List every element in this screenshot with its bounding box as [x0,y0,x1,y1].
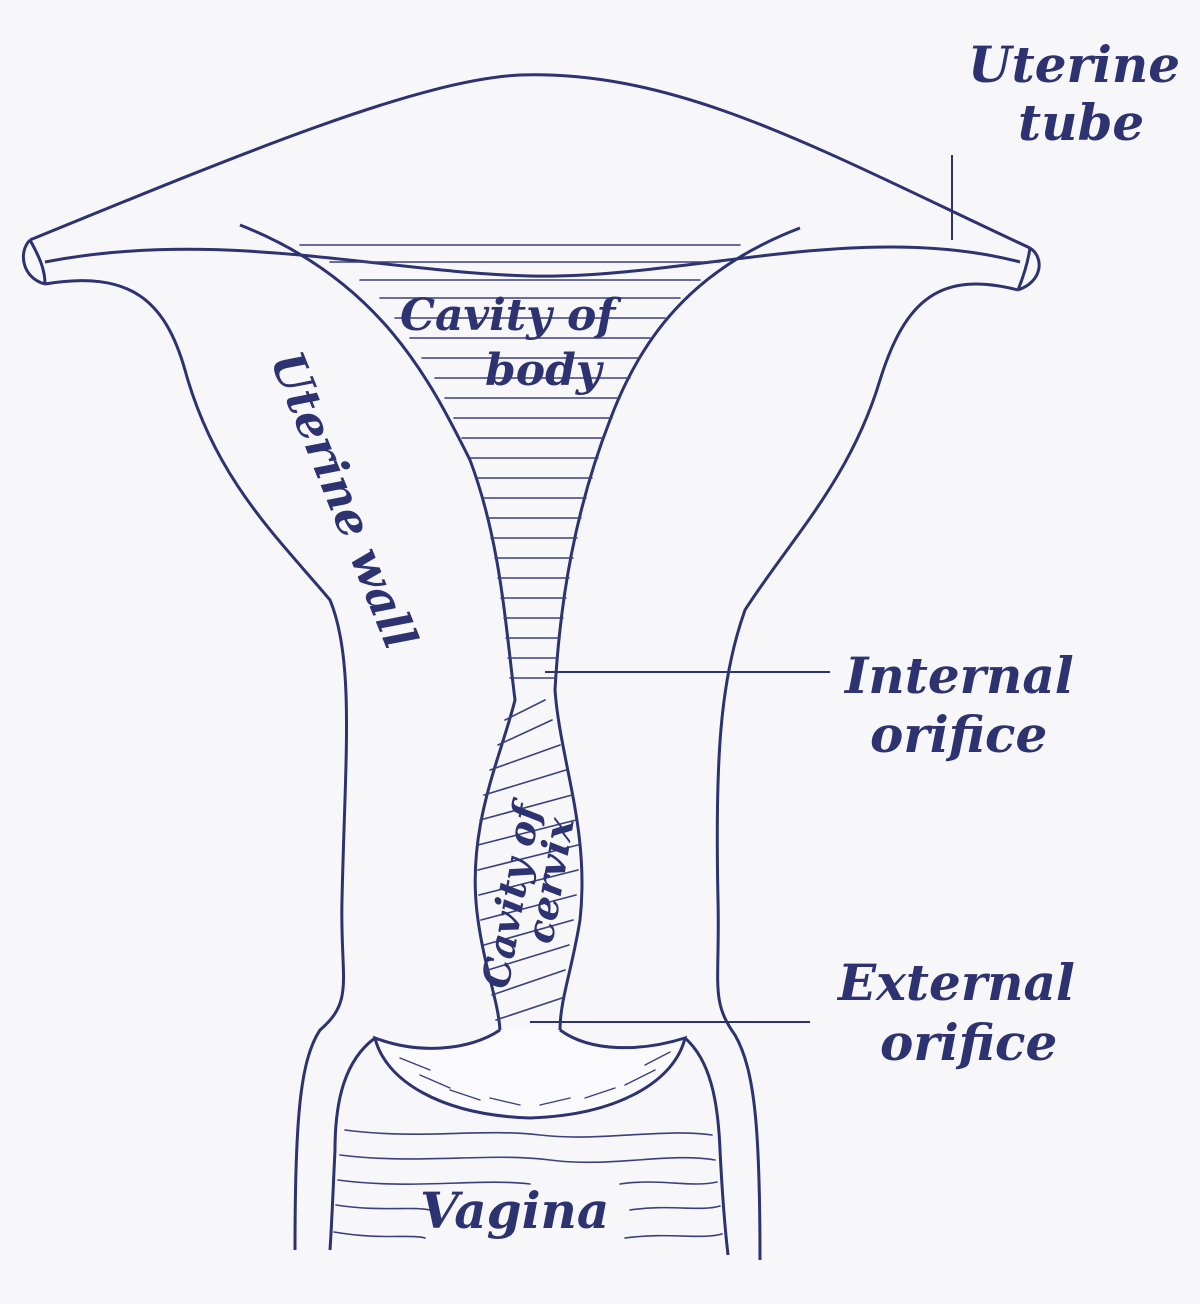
label-cavity-of-body-line2: body [485,345,605,396]
label-vagina: Vagina [420,1181,609,1240]
inner-fundus-outline [44,245,1021,278]
cervix-hatching [477,699,579,1021]
label-internal-orifice-line2: orifice [870,705,1047,764]
vagina-left-wall [328,1036,376,1251]
left-tube-tip [21,238,47,286]
label-uterine-tube-line2: tube [1018,93,1144,152]
cervix-vaginal-cup [372,1028,688,1120]
cervix-cup-hatching [399,1051,671,1106]
vagina-right-wall [684,1036,730,1256]
label-internal-orifice-line1: Internal [843,646,1074,705]
vagina-rugae-hatching [333,1129,723,1239]
right-tube-tip [1016,246,1041,292]
cavity-body-hatching [299,244,741,679]
cavity-right-boundary [553,226,801,1031]
right-outer-wall [715,282,1019,1261]
left-outer-wall [44,279,348,1251]
label-external-orifice-line2: orifice [880,1013,1057,1072]
cavity-left-boundary [239,223,517,1031]
fundus-outline [29,73,1031,250]
label-external-orifice-line1: External [836,953,1075,1012]
label-uterine-tube-line1: Uterine [968,35,1180,94]
label-cavity-of-body-line1: Cavity of [400,290,622,341]
